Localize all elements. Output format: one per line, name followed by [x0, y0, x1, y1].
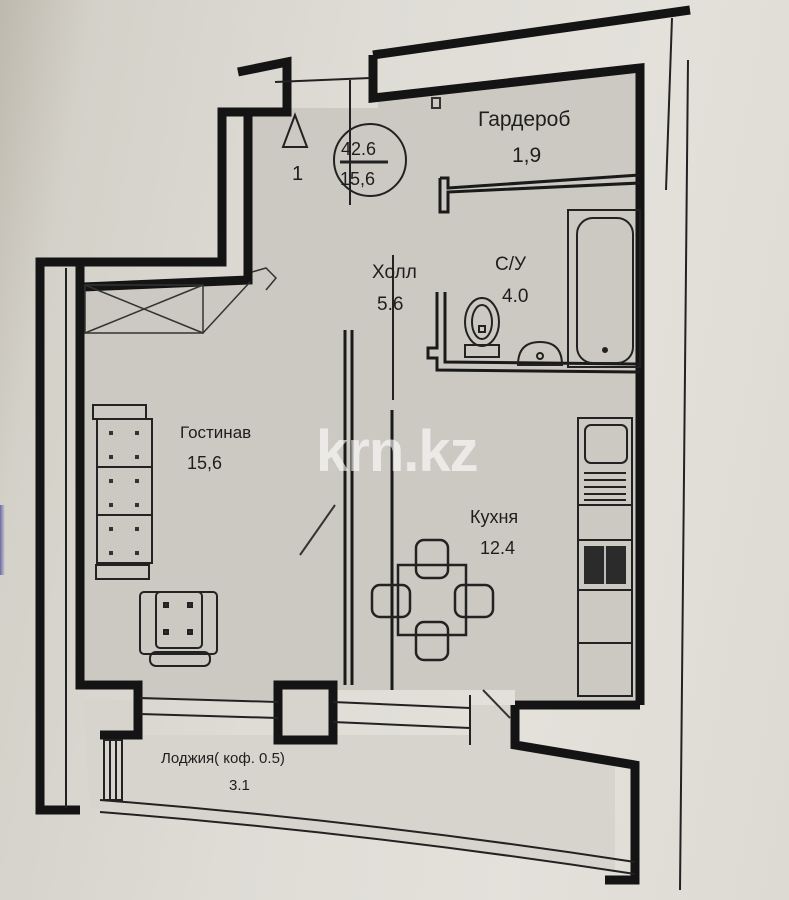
- room-area-loggia: 3.1: [229, 777, 250, 794]
- floor-fill: [83, 68, 640, 700]
- room-name-bathroom: С/У: [495, 254, 527, 275]
- loggia-floor: [83, 685, 615, 870]
- living-area: 15,6: [340, 169, 375, 189]
- kitchen-counter: [577, 417, 633, 697]
- watermark: krn.kz: [316, 419, 479, 484]
- room-area-kitchen: 12.4: [480, 538, 515, 558]
- stove-burners-icon: [584, 472, 626, 501]
- room-name-hall: Холл: [372, 262, 417, 283]
- room-area-hall: 5.6: [377, 294, 403, 315]
- doors: [299, 97, 511, 719]
- room-area-living: 15,6: [187, 453, 222, 473]
- outer-lines: [65, 17, 689, 891]
- partitions: [343, 173, 641, 690]
- total-area: 42.6: [341, 139, 376, 159]
- sink-icon: [516, 340, 564, 366]
- room-name-wardrobe: Гардероб: [478, 108, 570, 131]
- radiator-icon: [103, 739, 123, 801]
- dining-table-icon: [370, 538, 495, 662]
- unit-number: 1: [292, 163, 303, 185]
- bathtub-icon: [567, 209, 641, 368]
- oven-icon: [584, 546, 626, 584]
- room-name-kitchen: Кухня: [470, 507, 518, 527]
- ventilation-shaft: [84, 267, 278, 334]
- room-name-loggia: Лоджия( коф. 0.5): [161, 750, 285, 767]
- armchair-icon: [139, 591, 218, 667]
- edge-artifact: [0, 505, 5, 575]
- unit-marker: [281, 112, 407, 197]
- sofa-icon: [92, 404, 153, 580]
- toilet-icon: [464, 297, 500, 358]
- room-name-living: Гостинав: [180, 423, 251, 442]
- room-area-wardrobe: 1,9: [512, 144, 541, 167]
- sofa-buttons: [109, 431, 139, 555]
- room-area-bathroom: 4.0: [502, 286, 528, 307]
